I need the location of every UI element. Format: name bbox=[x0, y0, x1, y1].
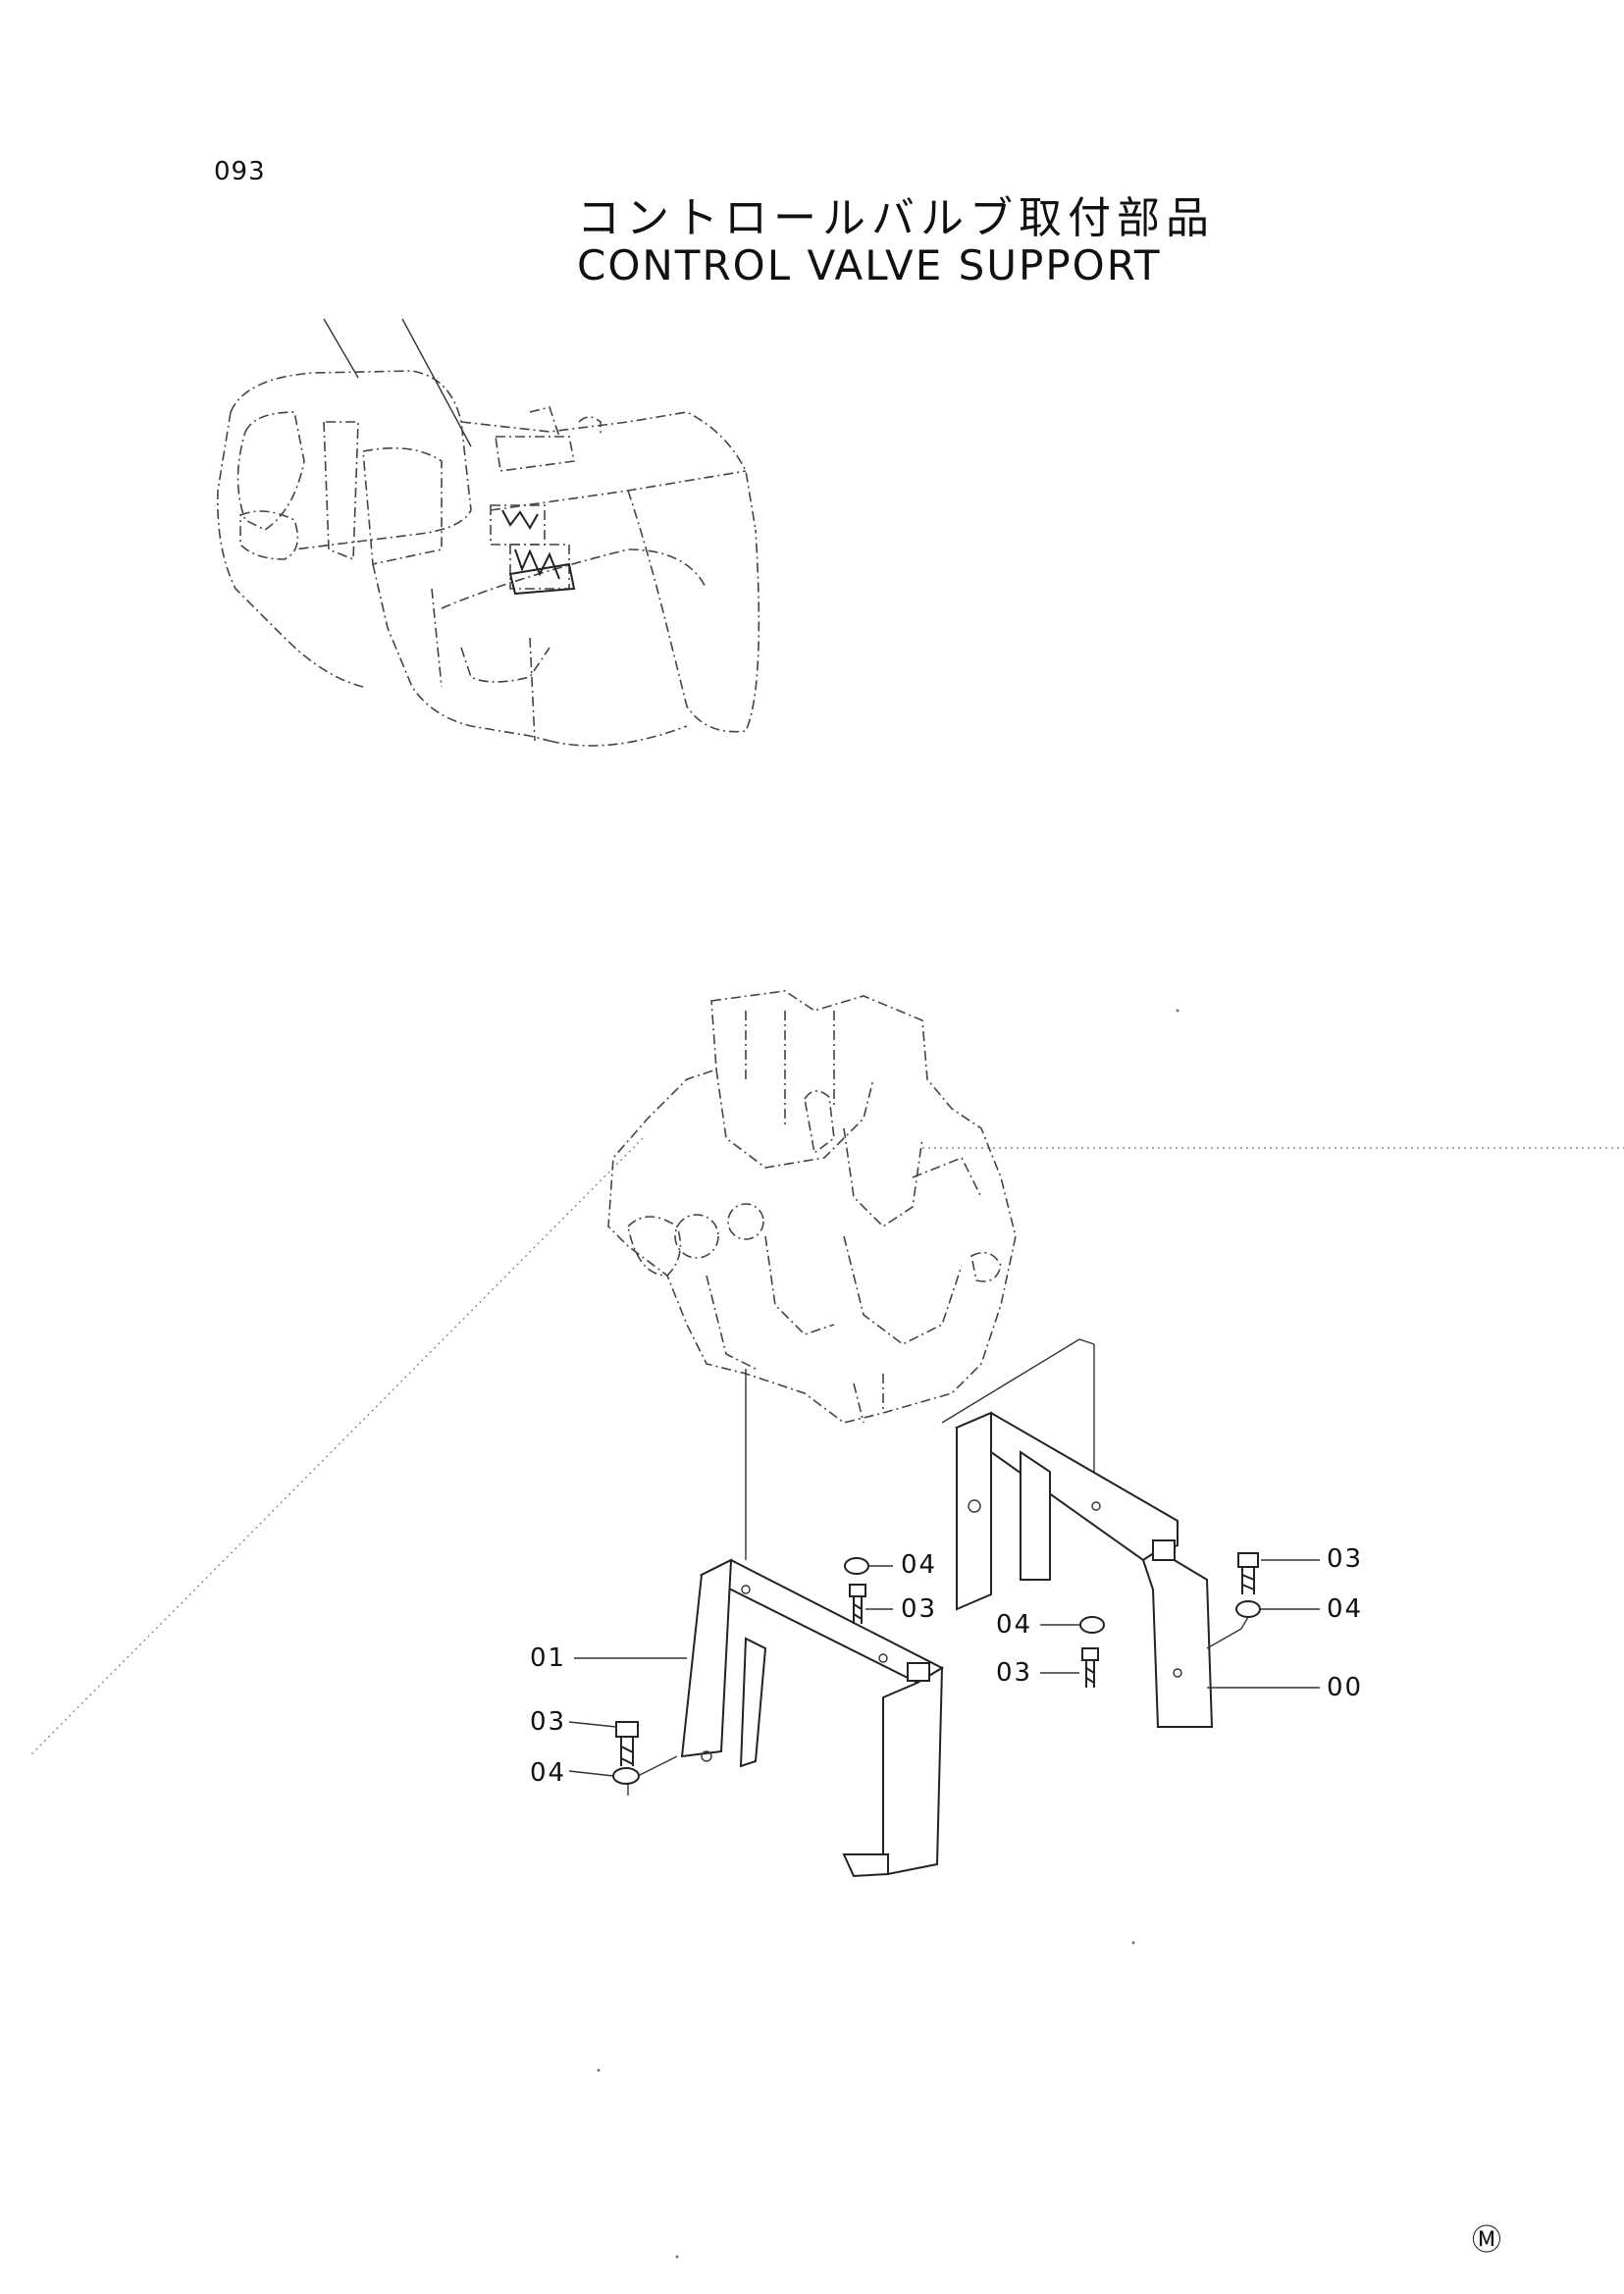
page-number: 093 bbox=[214, 157, 266, 186]
mounting-line bbox=[941, 1338, 1095, 1424]
callout-04: 04 bbox=[996, 1610, 1033, 1640]
bolt-icon bbox=[849, 1584, 866, 1624]
washer-icon bbox=[1235, 1600, 1261, 1618]
guide-line bbox=[28, 1137, 644, 1757]
leader-lines bbox=[568, 1559, 1320, 1777]
washer-icon bbox=[1079, 1616, 1105, 1634]
excavator-overview-illustration bbox=[217, 318, 760, 747]
callout-04: 04 bbox=[530, 1758, 567, 1788]
page-title-english: CONTROL VALVE SUPPORT bbox=[577, 241, 1162, 289]
callout-04: 04 bbox=[1327, 1594, 1364, 1624]
callout-03: 03 bbox=[530, 1707, 567, 1737]
control-valve-illustration bbox=[607, 990, 1017, 1424]
callout-01: 01 bbox=[530, 1643, 567, 1673]
bracket-left-01 bbox=[627, 1558, 945, 1878]
callout-04: 04 bbox=[901, 1550, 938, 1580]
bolt-icon bbox=[1081, 1647, 1099, 1688]
washer-icon bbox=[844, 1557, 869, 1575]
bracket-right-00 bbox=[954, 1411, 1214, 1728]
washer-icon bbox=[612, 1767, 640, 1785]
corner-mark: Ⓜ bbox=[1472, 2223, 1501, 2258]
callout-00: 00 bbox=[1327, 1673, 1364, 1702]
callout-03: 03 bbox=[901, 1594, 938, 1624]
callout-03: 03 bbox=[996, 1658, 1033, 1688]
bolt-icon bbox=[615, 1721, 639, 1766]
callout-03: 03 bbox=[1327, 1544, 1364, 1574]
page-title-japanese: コントロールバルブ取付部品 bbox=[577, 193, 1215, 243]
bolt-icon bbox=[1237, 1552, 1259, 1594]
